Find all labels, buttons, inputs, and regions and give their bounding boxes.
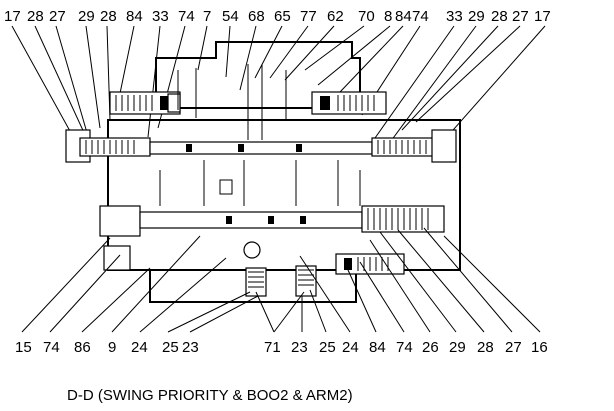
upper-left-relief-valve	[109, 91, 181, 115]
diagram-caption: D-D (SWING PRIORITY & BOO2 & ARM2)	[67, 387, 353, 404]
callout-label: 8	[384, 8, 392, 25]
callout-label: 9	[108, 339, 116, 356]
internal-passages	[159, 64, 361, 206]
callout-label: 16	[531, 339, 548, 356]
callout-label: 86	[74, 339, 91, 356]
callout-label: 24	[131, 339, 148, 356]
callout-label: 15	[15, 339, 32, 356]
callout-label: 33	[446, 8, 463, 25]
upper-spool	[65, 129, 457, 163]
callout-label: 26	[422, 339, 439, 356]
callout-label: 28	[100, 8, 117, 25]
port-circle	[243, 241, 261, 259]
callout-label: 77	[300, 8, 317, 25]
callout-label: 7	[203, 8, 211, 25]
callout-label: 28	[477, 339, 494, 356]
bottom-check-valve-right	[295, 265, 317, 297]
callout-label: 68	[248, 8, 265, 25]
callout-label: 29	[78, 8, 95, 25]
callout-label: 28	[491, 8, 508, 25]
callout-label: 84	[369, 339, 386, 356]
callout-label: 74	[412, 8, 429, 25]
top-callout-labels: 17 28 27 29 28 84 33 74 7 54 68 65 77 62…	[4, 8, 551, 25]
callout-label: 17	[4, 8, 21, 25]
callout-label: 23	[182, 339, 199, 356]
callout-label: 84	[395, 8, 412, 25]
lower-right-relief-valve	[335, 253, 405, 275]
callout-label: 25	[319, 339, 336, 356]
callout-label: 74	[396, 339, 413, 356]
callout-label: 23	[291, 339, 308, 356]
callout-label: 27	[49, 8, 66, 25]
callout-label: 29	[449, 339, 466, 356]
callout-label: 74	[178, 8, 195, 25]
top-leader-lines	[11, 25, 546, 151]
callout-label: 27	[505, 339, 522, 356]
callout-label: 25	[162, 339, 179, 356]
callout-label: 17	[534, 8, 551, 25]
callout-label: 62	[327, 8, 344, 25]
callout-label: 71	[264, 339, 281, 356]
lower-spool	[99, 205, 445, 237]
upper-housing	[155, 41, 361, 109]
callout-label: 33	[152, 8, 169, 25]
callout-label: 24	[342, 339, 359, 356]
callout-label: 70	[358, 8, 375, 25]
callout-label: 74	[43, 339, 60, 356]
valve-body	[65, 41, 461, 303]
lower-housing	[149, 270, 357, 303]
upper-right-relief-valve	[311, 91, 387, 115]
callout-label: 29	[468, 8, 485, 25]
callout-label: 28	[27, 8, 44, 25]
bottom-callout-labels: 15 74 86 9 24 25 23 71 23 25 24 84 74 26…	[15, 339, 548, 356]
bottom-leader-lines	[21, 227, 541, 333]
callout-label: 65	[274, 8, 291, 25]
callout-label: 27	[512, 8, 529, 25]
bottom-check-valve-left	[245, 267, 267, 297]
callout-label: 54	[222, 8, 239, 25]
main-block	[107, 119, 461, 271]
callout-label: 84	[126, 8, 143, 25]
